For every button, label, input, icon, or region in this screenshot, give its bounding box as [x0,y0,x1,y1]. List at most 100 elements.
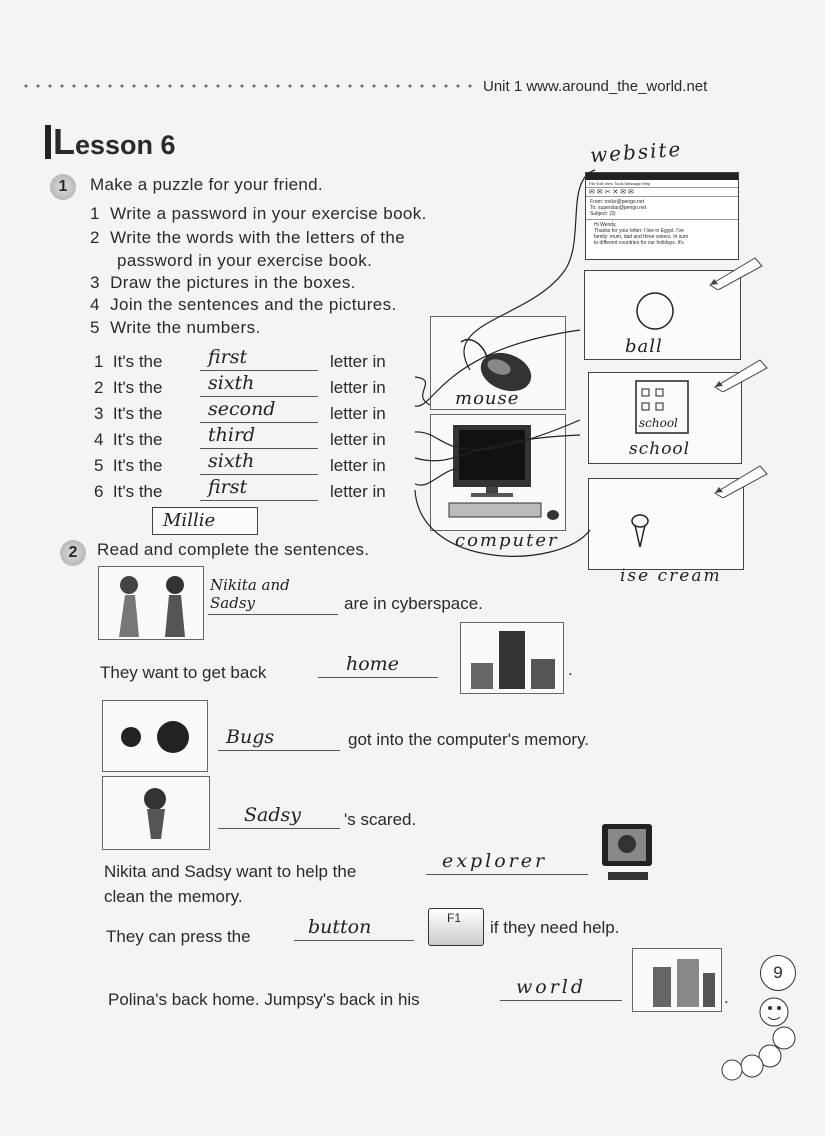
sentence-post: letter in [330,430,386,449]
answer-blank[interactable]: world [500,976,622,1001]
sentence-number: 2 [94,378,104,397]
sentence-text: . [568,660,573,679]
step-number: 5 [90,318,100,337]
sentence-text: They can press the [106,927,251,946]
mouse-picture[interactable] [430,316,566,410]
answer-blank[interactable]: Bugs [218,726,340,751]
step-number: 1 [90,204,100,223]
answer-blank[interactable]: first [200,476,318,501]
email-greeting: Hi Wendy, [594,222,617,228]
computer-label: computer [455,530,559,551]
sentence-6: 6 It's the [94,482,162,502]
sentence-pre: It's the [112,482,163,501]
answer-text: Bugs [226,726,275,748]
pencil-icon [709,257,763,290]
email-line: family: mum, dad and three sisters. In s… [594,234,689,240]
sentence-pre: It's the [112,378,163,397]
mouse-label: mouse [455,388,520,409]
website-picture[interactable]: File Edit View Tools Message Help ✉ ✉ ✂ … [585,172,739,260]
computer-picture[interactable] [430,414,566,531]
email-headers: From: rocke@pengo.net To: superstar@peng… [586,197,738,219]
castle-icon [653,959,715,1007]
step-number: 2 [90,228,100,247]
icecream-label: ise cream [620,566,722,586]
answer-text: sixth [208,450,255,472]
sentence-text: Nikita and Sadsy want to help the [104,862,357,881]
answer-text: first [208,476,248,498]
pencil-icon [714,465,768,498]
answer-text: first [208,346,248,368]
password-text: Millie [163,510,216,531]
home-picture [460,622,564,694]
window-titlebar [586,173,738,180]
sentence-number: 4 [94,430,104,449]
answer-text: Nikita and Sadsy [210,576,290,612]
answer-blank[interactable]: first [200,346,318,371]
step-row: 5 Write the numbers. [90,318,261,338]
step-text: Write the words with the letters of the [110,228,406,247]
step-row: 1 Write a password in your exercise book… [90,204,427,224]
answer-blank[interactable]: third [200,424,318,449]
step-number: 3 [90,273,100,292]
answer-text: button [308,916,372,938]
answer-text: third [208,424,256,446]
unit-header: Unit 1 www.around_the_world.net [483,78,708,95]
nikita-sadsy-picture [98,566,204,640]
exercise-2-badge: 2 [60,540,86,566]
answer-blank[interactable]: home [318,653,438,678]
matching-lines [414,169,596,557]
email-line: Thanks for your letter. I live in Egypt.… [594,228,684,234]
step-row: 4 Join the sentences and the pictures. [90,295,397,315]
step-number: 4 [90,295,100,314]
step-text: password in your exercise book. [117,251,373,270]
sentence-number: 5 [94,456,104,475]
step-text: Join the sentences and the pictures. [110,295,397,314]
password-box[interactable]: Millie [152,507,258,535]
toolbar-icons: ✉ ✉ ✂ ✕ ✉ ✉ [586,188,738,197]
exercise-1-badge: 1 [50,174,76,200]
caterpillar-mascot-icon [721,997,796,1081]
answer-blank[interactable]: button [294,916,414,941]
sentence-post: letter in [330,352,386,371]
answer-blank[interactable]: sixth [200,450,318,475]
answer-blank[interactable]: second [200,398,318,423]
sentence-3: 3 It's the [94,404,162,424]
lesson-title: Lesson 6 [45,124,176,161]
sentence-2: 2 It's the [94,378,162,398]
answer-text: second [208,398,276,420]
lesson-title-rest: esson 6 [75,130,176,160]
sentence-number: 1 [94,352,104,371]
sentence-post: letter in [330,378,386,397]
sentence-pre: It's the [112,352,163,371]
monitor-icon [602,824,652,880]
step-text: Write the numbers. [110,318,261,337]
sentence-text: 's scared. [344,810,417,829]
sentence-pre: It's the [112,430,163,449]
ball-label: ball [625,336,663,357]
email-subject: Subject: (3) [590,211,616,217]
f1-key-label: F1 [447,911,462,925]
answer-blank[interactable]: Nikita and Sadsy [208,576,338,615]
sentence-text: They want to get back [100,663,267,682]
sentence-text: . [724,988,729,1007]
answer-text: home [346,653,399,675]
sentence-pre: It's the [112,456,163,475]
school-label: school [629,439,691,459]
email-body: Hi Wendy, Thanks for your letter. I live… [586,219,738,248]
answer-text: world [516,976,587,998]
step-text: Write a password in your exercise book. [110,204,427,223]
sentence-post: letter in [330,482,386,501]
answer-text: Sadsy [244,804,301,826]
sentence-text: if they need help. [490,918,620,937]
world-picture [632,948,722,1012]
exercise-1-instruction: Make a puzzle for your friend. [90,175,323,194]
sentence-text: are in cyberspace. [344,594,483,613]
email-from: From: rocke@pengo.net [590,199,644,205]
ball-icon [636,292,674,330]
answer-blank[interactable]: sixth [200,372,318,397]
f1-key[interactable]: F1 [428,908,484,946]
answer-blank[interactable]: explorer [426,850,588,875]
answer-blank[interactable]: Sadsy [218,804,340,829]
exercise-2-instruction: Read and complete the sentences. [97,540,370,559]
answer-text: sixth [208,372,255,394]
